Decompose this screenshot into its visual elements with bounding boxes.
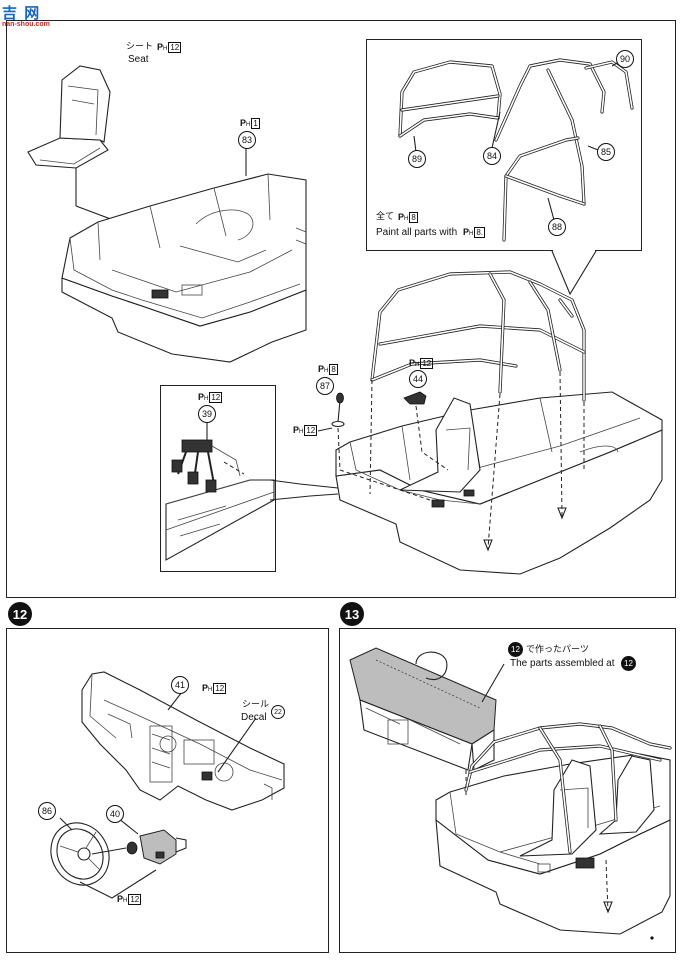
part-number-87: 87 [316,377,334,395]
part-number-40: 40 [106,805,124,823]
lever-base-ref-box: 12 [304,425,318,436]
watermark-logo: 吉 网 nan-shou.com [2,2,50,28]
cage-note-jp: 全て [376,212,394,223]
decal-label-jp: シール [242,700,270,710]
paint-sub: H [415,362,420,368]
step-13-badge: 13 [340,602,364,626]
decal-label-en: Decal [241,712,267,723]
step13-chassis-drawing [435,722,672,935]
mirror-drawing [403,391,427,405]
dash-ref-box: 12 [213,683,227,694]
part-number-84: 84 [483,147,501,165]
paint-code: P [198,392,205,402]
paint-code: P [293,425,300,435]
part-number-44: 44 [409,370,427,388]
decal-number-22: 22 [271,705,285,719]
top-panel-frame [6,20,676,598]
cage-note-en: Paint all parts with [376,227,458,238]
paint-code: P [240,118,247,128]
steering-hub-drawing [126,829,187,865]
dashboard-drawing [81,671,285,811]
seat-drawing [27,65,111,169]
part-number-39: 39 [198,405,216,423]
watermark-url: nan-shou.com [2,21,50,28]
gear-lever-drawing [331,392,345,428]
steering-wheel-drawing [50,822,110,886]
paint-sub: H [163,46,168,52]
paint-sub: H [123,898,128,904]
paint-code: P [318,364,325,374]
paint-sub: H [469,231,474,237]
assembled-chassis-drawing [335,270,663,575]
step13-note-en-step-ref: 12 [621,656,636,671]
paint-code: P [409,358,416,368]
paint-sub: H [404,216,409,222]
paint-sub: H [324,368,329,374]
floor-tub-drawing [61,173,307,363]
seat-label-en: Seat [128,54,149,65]
part-number-85: 85 [597,143,615,161]
paint-code: P [202,683,209,693]
mirror-ref-box: 12 [420,358,434,369]
paint-code: P [117,894,124,904]
part-number-41: 41 [171,676,189,694]
cage-note-ref-box: 8 [409,212,418,223]
paint-sub: H [204,396,209,402]
step13-note-en: The parts assembled at [510,658,615,669]
part-number-83: 83 [238,131,256,149]
paint-sub: H [208,687,213,693]
roll-cage-parts-drawing [398,58,634,242]
cage-note-en-ref-box: 8. [474,227,486,238]
step13-panel-frame [339,628,676,953]
pedal-ref-box: 12 [209,392,223,403]
paint-code: P [398,212,405,222]
part-number-90: 90 [616,50,634,68]
tub-ref-box: 1 [251,118,260,129]
step12-panel-frame [6,628,329,953]
seat-label-jp: シート [126,42,154,52]
step-12-badge: 12 [8,602,32,626]
lever-ref-box: 8 [329,364,338,375]
watermark-text: 吉 网 [2,4,41,22]
wheel-ref-box: 12 [128,894,142,905]
paint-sub: H [299,429,304,435]
paint-code: P [463,227,470,237]
part-number-89: 89 [408,150,426,168]
part-number-86: 86 [38,802,56,820]
dashboard-subassembly-drawing [349,647,497,771]
seat-ref-box: 12 [168,42,182,53]
step13-note-step-ref: 12 [508,642,523,657]
paint-sub: H [246,122,251,128]
pedal-box-drawing [165,439,275,561]
paint-code: P [157,42,164,52]
step13-note-jp: で作ったパーツ [526,645,589,655]
part-number-88: 88 [548,218,566,236]
cage-note-jp-text: 全て [376,212,395,222]
